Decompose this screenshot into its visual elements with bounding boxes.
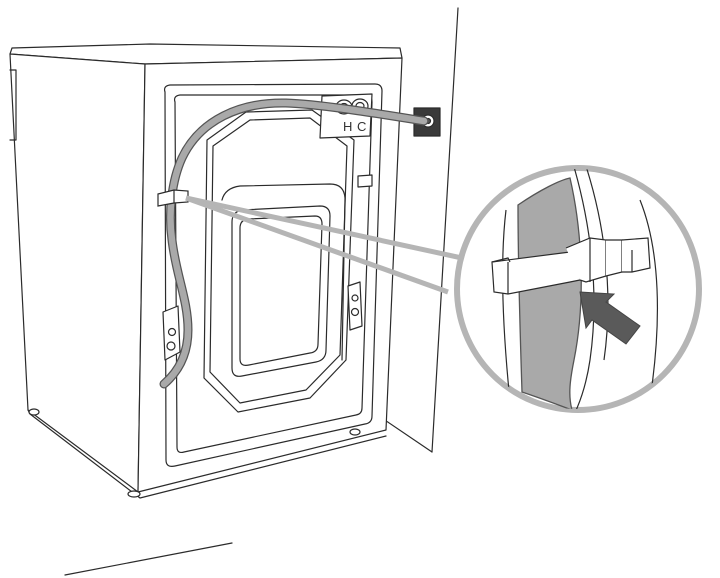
- magnifier-callout: [454, 165, 702, 413]
- inlet-hose-icon: [159, 98, 429, 389]
- cold-label: C: [357, 119, 367, 134]
- push-arrow-icon: [579, 291, 641, 345]
- callout-leader: [185, 195, 463, 295]
- washer-icon: [9, 43, 403, 499]
- hot-label: H: [343, 119, 353, 134]
- hose-clip-icon: [157, 189, 189, 207]
